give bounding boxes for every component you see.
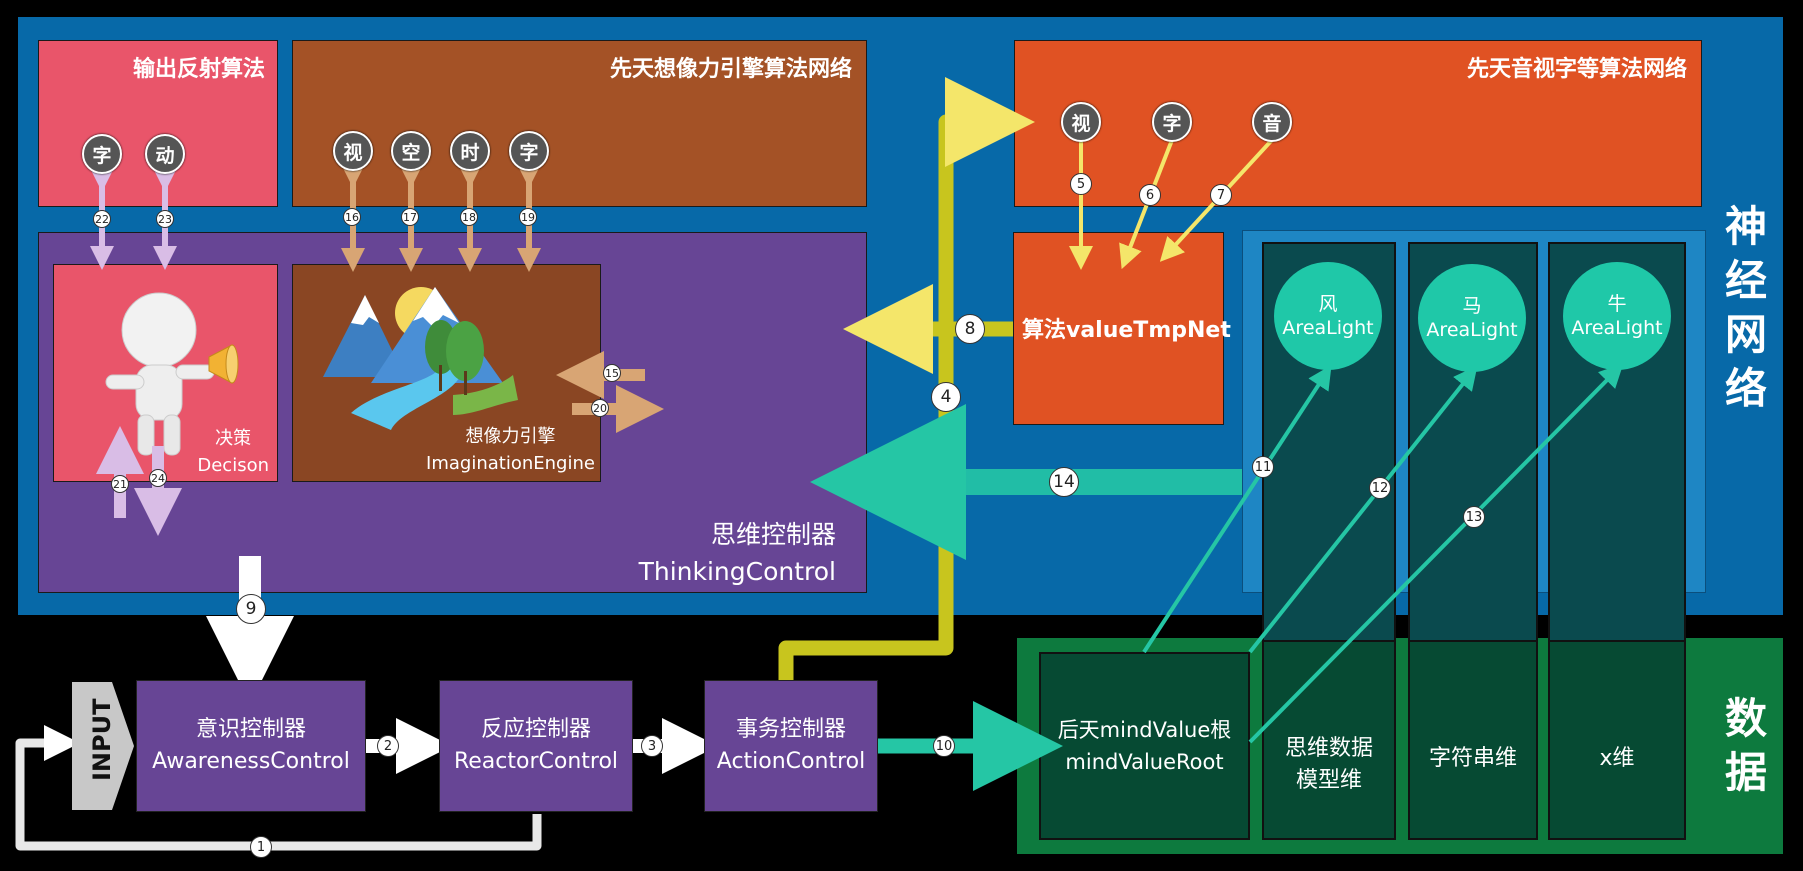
awareness-control-cn: 意识控制器 xyxy=(195,717,306,742)
sense-net-title: 先天音视字等算法网络 xyxy=(1466,57,1687,82)
input-chevron xyxy=(72,682,134,810)
arrow-number-5: 5 xyxy=(1070,173,1092,195)
arrow-number-11: 11 xyxy=(1252,456,1274,478)
string-dimension-cell: 字符串维 xyxy=(1408,640,1538,840)
sense-net-module: 先天音视字等算法网络 xyxy=(1014,40,1702,207)
input-label: INPUT xyxy=(88,698,116,781)
arrow-number-4: 4 xyxy=(931,382,961,412)
arrow-number-22: 22 xyxy=(93,210,111,228)
arrow-number-12: 12 xyxy=(1369,477,1391,499)
arrow-number-15: 15 xyxy=(603,364,621,382)
area-light-wind-type: AreaLight xyxy=(1282,317,1374,339)
decision-label-en: Decison xyxy=(197,455,269,476)
arrow-number-17: 17 xyxy=(401,208,419,226)
thinking-data-model-line1: 思维数据 xyxy=(1284,736,1373,761)
decision-label-cn: 决策 xyxy=(215,428,252,449)
x-dimension-label: x维 xyxy=(1599,746,1635,771)
arrow-number-8: 8 xyxy=(955,314,985,344)
area-light-horse-type: AreaLight xyxy=(1426,319,1518,341)
thinking-control-label-en: ThinkingControl xyxy=(638,557,836,586)
arrow-11 xyxy=(1142,364,1332,654)
arrow-12 xyxy=(1248,365,1478,654)
arrow-number-13: 13 xyxy=(1463,506,1485,528)
reactor-control-cn: 反应控制器 xyxy=(480,717,591,742)
arrow-4 xyxy=(778,77,1035,680)
decision-label: 决策 Decison xyxy=(197,425,269,479)
arrow-number-16: 16 xyxy=(343,208,361,226)
thinking-data-model-cell: 思维数据 模型维 xyxy=(1262,640,1396,840)
arrow-number-6: 6 xyxy=(1139,184,1161,206)
area-light-ox: 牛 AreaLight xyxy=(1563,262,1671,370)
mountain-river-icon xyxy=(323,287,518,430)
thinking-control-label: 思维控制器 ThinkingControl xyxy=(639,516,836,590)
arrow-number-14: 14 xyxy=(1049,467,1079,497)
area-light-wind-name: 风 xyxy=(1318,293,1338,315)
imagination-node-space: 空 xyxy=(391,131,431,171)
mind-value-root-cell: 后天mindValue根 mindValueRoot xyxy=(1039,652,1250,840)
arrow-number-21: 21 xyxy=(111,475,129,493)
x-dimension-cell: x维 xyxy=(1548,640,1686,840)
imagination-engine-label: 想像力引擎 ImaginationEngine xyxy=(423,423,598,477)
reflex-node-char: 字 xyxy=(82,134,122,174)
area-light-wind: 风 AreaLight xyxy=(1274,262,1382,370)
imagination-engine-label-en: ImaginationEngine xyxy=(426,453,595,474)
arrow-13 xyxy=(1248,363,1624,744)
area-light-ox-type: AreaLight xyxy=(1571,317,1663,339)
imagination-engine-label-cn: 想像力引擎 xyxy=(465,426,556,447)
reflex-node-motion: 动 xyxy=(145,134,185,174)
arrow-number-23: 23 xyxy=(156,210,174,228)
output-reflex-module: 输出反射算法 xyxy=(38,40,278,207)
imagination-node-view: 视 xyxy=(333,131,373,171)
imagination-engine-module: 想像力引擎 ImaginationEngine xyxy=(292,264,601,482)
arrow-number-2: 2 xyxy=(377,735,399,757)
arrow-number-20: 20 xyxy=(591,399,609,417)
sense-node-view: 视 xyxy=(1061,102,1101,142)
sense-node-sound: 音 xyxy=(1252,102,1292,142)
imagination-net-module: 先天想像力引擎算法网络 xyxy=(292,40,867,207)
awareness-control: 意识控制器 AwarenessControl xyxy=(136,680,366,812)
sense-node-char: 字 xyxy=(1152,102,1192,142)
arrow-1 xyxy=(15,725,542,851)
value-tmp-net-label: 算法valueTmpNet xyxy=(1022,318,1231,343)
string-dimension-label: 字符串维 xyxy=(1428,746,1517,771)
arrow-number-10: 10 xyxy=(933,735,955,757)
action-control-cn: 事务控制器 xyxy=(735,717,846,742)
value-tmp-net-module: 算法valueTmpNet xyxy=(1013,232,1231,425)
awareness-control-en: AwarenessControl xyxy=(152,749,350,774)
area-light-horse-name: 马 xyxy=(1462,295,1482,317)
arrow-number-9: 9 xyxy=(236,594,266,624)
speaker-figure-icon xyxy=(105,292,239,456)
action-control: 事务控制器 ActionControl xyxy=(704,680,878,812)
arrow-number-18: 18 xyxy=(460,208,478,226)
mind-value-root-line1: 后天mindValue根 xyxy=(1057,718,1232,742)
imagination-net-title: 先天想像力引擎算法网络 xyxy=(609,57,852,82)
arrow-number-7: 7 xyxy=(1210,184,1232,206)
area-light-ox-name: 牛 xyxy=(1607,293,1627,315)
arrow-number-1: 1 xyxy=(250,836,272,858)
output-reflex-title: 输出反射算法 xyxy=(132,57,265,82)
action-control-en: ActionControl xyxy=(716,749,866,774)
data-side-label: 数据 xyxy=(1724,694,1767,797)
neural-network-side-label: 神经网络 xyxy=(1724,202,1767,413)
reactor-control: 反应控制器 ReactorControl xyxy=(439,680,633,812)
reactor-control-en: ReactorControl xyxy=(453,749,619,774)
mind-value-root-line2: mindValueRoot xyxy=(1065,750,1224,774)
imagination-node-char: 字 xyxy=(509,131,549,171)
imagination-node-time: 时 xyxy=(450,131,490,171)
thinking-data-model-line2: 模型维 xyxy=(1295,768,1362,793)
arrow-number-19: 19 xyxy=(519,208,537,226)
arrow-number-3: 3 xyxy=(641,735,663,757)
arrow-number-24: 24 xyxy=(149,469,167,487)
area-light-horse: 马 AreaLight xyxy=(1418,264,1526,372)
